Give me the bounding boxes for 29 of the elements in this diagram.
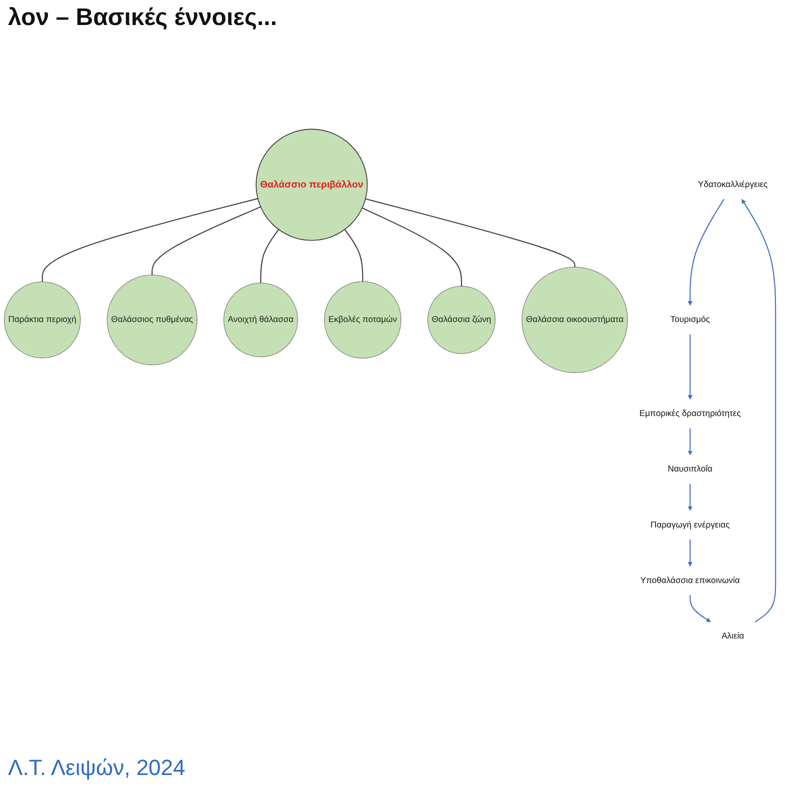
arrow (688, 334, 692, 400)
arrow (690, 595, 711, 622)
connector (365, 198, 576, 268)
node-circle: Θαλάσσιο περιβάλλον (256, 128, 368, 241)
title: λον – Βασικές έννοιες... (8, 4, 278, 32)
node-text: Παραγωγή ενέργειας (650, 520, 730, 530)
node-text: Τουρισμός (670, 315, 710, 324)
arrow (688, 484, 692, 511)
node-text: Υποθαλάσσια επικοινωνία (640, 576, 740, 586)
node-circle: Θαλάσσια ζώνη (428, 286, 496, 354)
node-text: Ναυσιπλοΐα (668, 464, 712, 474)
node-circle: Παράκτια περιοχή (4, 282, 81, 358)
arrow (688, 540, 692, 567)
source-note: Λ.Τ. Λειψών, 2024 (8, 755, 186, 781)
node-circle: Εκβολές ποταμών (324, 281, 402, 358)
connector (344, 229, 364, 282)
connector (152, 206, 261, 275)
connector (260, 229, 280, 283)
connector (362, 208, 462, 286)
node-text: Εμπορικές δραστηριότητες (639, 409, 741, 418)
node-text: Αλιεία (722, 632, 744, 641)
arrow (742, 199, 776, 622)
node-circle: Θαλάσσια οικοσυστήματα (522, 266, 628, 373)
connector (42, 198, 258, 282)
node-circle: Θαλάσσιος πυθμένας (106, 274, 198, 366)
arrow (688, 428, 692, 456)
arrow (688, 198, 724, 306)
node-text: Υδατοκαλλιέργειες (698, 180, 768, 190)
node-circle: Ανοιχτή θάλασσα (224, 282, 298, 358)
